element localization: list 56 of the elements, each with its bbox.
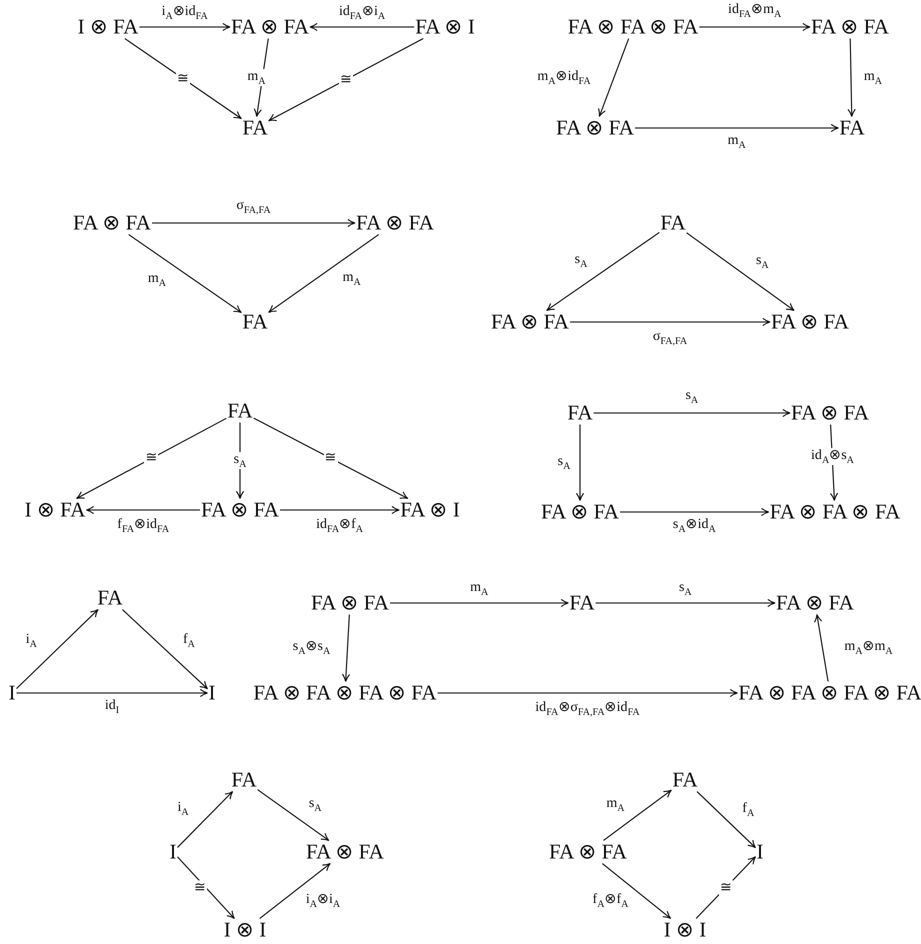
object-label: FA ⊗ FA [231, 15, 309, 39]
object-label: FA [231, 768, 257, 792]
edge-label: id$_{FA}$⊗m$_{A}$ [727, 2, 782, 20]
edge-label: s$_{A}$ [232, 452, 248, 470]
object-label: FA ⊗ FA ⊗ FA [770, 500, 900, 524]
object-label: FA ⊗ FA [306, 840, 384, 864]
object-label: FA ⊗ FA ⊗ FA [568, 15, 698, 39]
object-label: I [8, 681, 16, 705]
edge-label: m$_{A}$ [246, 68, 267, 86]
object-label: FA ⊗ FA [811, 15, 889, 39]
edge-label: id$_{FA}$⊗σ$_{FA,FA}$⊗id$_{FA}$ [534, 700, 641, 718]
object-label: FA ⊗ FA [311, 591, 389, 615]
edge-label: m$_{A}$⊗id$_{FA}$ [536, 68, 592, 86]
object-label: FA [660, 211, 686, 235]
object-label: I ⊗ FA [24, 498, 86, 522]
object-label: FA [839, 116, 865, 140]
edge-label: ≅ [718, 880, 733, 896]
object-label: FA [242, 116, 268, 140]
edge-label: f$_{FA}$⊗id$_{FA}$ [116, 517, 170, 535]
edge-label: i$_{A}$⊗i$_{A}$ [304, 892, 342, 910]
object-label: FA ⊗ FA [771, 310, 849, 334]
object-label: FA [97, 586, 123, 610]
edge-label: f$_{A}$⊗f$_{A}$ [592, 892, 630, 910]
object-label: FA [227, 399, 253, 423]
object-label: FA ⊗ I [415, 15, 475, 39]
object-label: FA ⊗ FA [356, 211, 434, 235]
edge-label: s$_{A}$⊗s$_{A}$ [292, 639, 332, 657]
object-label: FA [567, 401, 593, 425]
edge-label: m$_{A}$⊗m$_{A}$ [843, 639, 894, 657]
edge-label: id$_{FA}$⊗f$_{A}$ [315, 517, 364, 535]
object-label: I ⊗ I [664, 918, 706, 942]
object-label: I [170, 840, 176, 864]
object-label: FA ⊗ FA [556, 116, 634, 140]
object-label: FA ⊗ FA ⊗ FA ⊗ FA [253, 681, 437, 705]
object-label: I [756, 840, 764, 864]
object-label: FA ⊗ FA [491, 310, 569, 334]
object-label: FA ⊗ FA [791, 401, 869, 425]
edge-label: ≅ [176, 70, 190, 86]
object-label: FA ⊗ FA [201, 498, 279, 522]
edge-label: s$_{A}$⊗id$_{A}$ [672, 517, 717, 535]
edge-label: f$_{A}$ [741, 800, 756, 819]
object-label: FA ⊗ FA [541, 500, 619, 524]
edge-label: id$_{I}$ [104, 698, 120, 716]
object-label: FA ⊗ FA [549, 840, 627, 864]
object-label: I ⊗ FA [78, 15, 138, 39]
object-label: FA ⊗ FA [73, 211, 151, 235]
object-label: FA [672, 768, 698, 792]
edge-label: i$_{A}$⊗id$_{FA}$ [160, 4, 209, 22]
object-label: I [208, 681, 216, 705]
object-label: FA [569, 591, 595, 615]
object-label: FA ⊗ FA [776, 591, 854, 615]
object-label: FA ⊗ I [400, 498, 460, 522]
edge-label: id$_{A}$⊗s$_{A}$ [810, 448, 855, 466]
object-label: I ⊗ I [224, 918, 266, 942]
object-label: FA [242, 310, 268, 334]
edge-label: id$_{FA}$⊗i$_{A}$ [338, 4, 386, 22]
